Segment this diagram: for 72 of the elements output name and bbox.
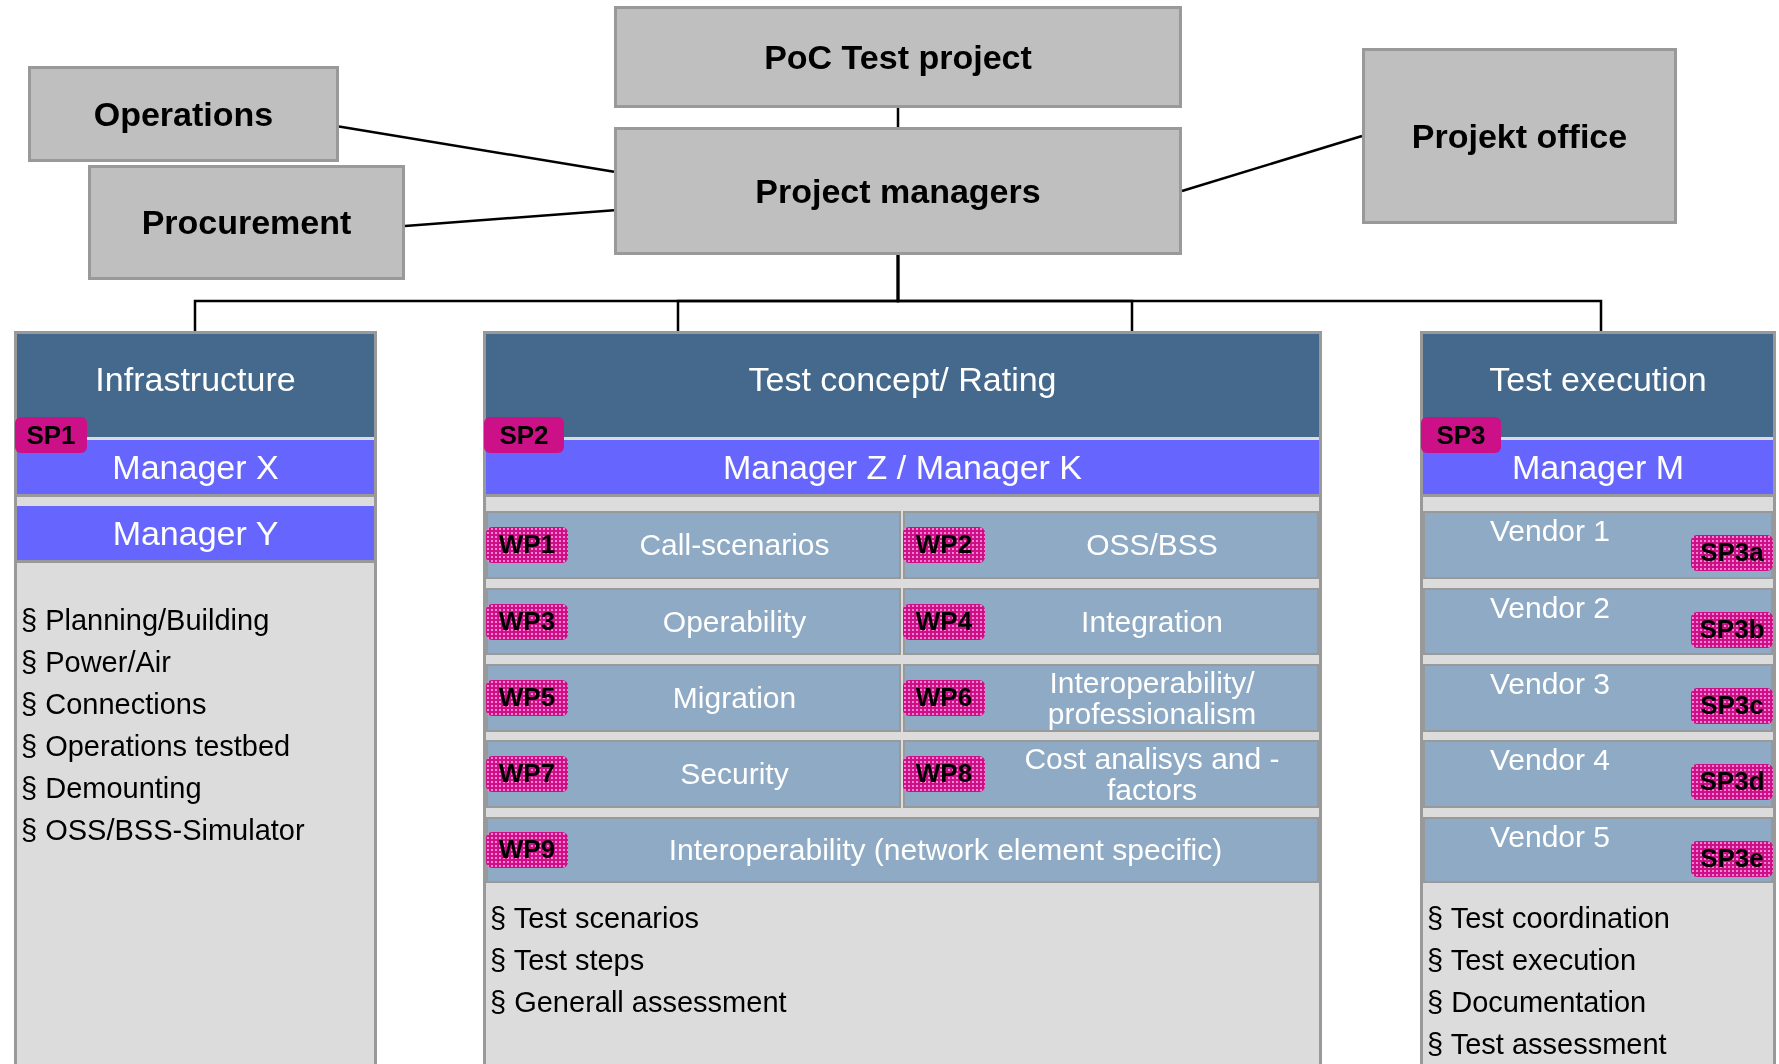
work-package-bar <box>903 588 1319 655</box>
work-package-title: Cost analisys and - factors <box>1023 742 1281 806</box>
vendor-name: Vendor 2 <box>1488 590 1612 626</box>
work-package-title: OSS/BSS <box>1085 527 1219 564</box>
code-badge: WP1 <box>486 527 568 563</box>
column-panel <box>483 331 1322 1064</box>
column-panel <box>1420 331 1776 1064</box>
code-badge: SP3a <box>1691 535 1773 571</box>
work-package-bar <box>486 588 901 655</box>
work-package-bar <box>903 664 1319 732</box>
bullet-item: § Test coordination <box>1427 902 1670 935</box>
vendor-name: Vendor 4 <box>1488 742 1612 778</box>
work-package-bar <box>903 511 1319 579</box>
code-badge: WP5 <box>486 680 568 716</box>
bullet-item: § Test scenarios <box>490 902 700 935</box>
connector-line <box>896 255 1603 331</box>
org-box: Procurement <box>88 165 405 280</box>
bullet-item: § Operations testbed <box>21 730 291 763</box>
code-badge: SP3b <box>1691 612 1773 648</box>
code-badge: WP7 <box>486 756 568 792</box>
work-package-title: Integration <box>1080 603 1224 640</box>
code-badge: WP3 <box>486 604 568 640</box>
vendor-name: Vendor 5 <box>1488 819 1612 855</box>
vendor-bar <box>1423 740 1773 808</box>
work-package-bar <box>903 740 1319 808</box>
work-package-title: Operability <box>661 603 808 640</box>
bullet-item: § Demounting <box>21 772 202 805</box>
work-package-bar <box>486 740 901 808</box>
org-box: Project managers <box>614 127 1182 255</box>
work-package-title: Interoperability (network element specific) <box>667 832 1224 869</box>
org-box: PoC Test project <box>614 6 1182 108</box>
connector-line <box>338 125 615 174</box>
connector-line <box>404 208 615 228</box>
vendor-bar <box>1423 511 1773 579</box>
vendor-bar <box>1423 817 1773 883</box>
code-badge: SP3c <box>1691 688 1773 724</box>
work-package-title: Security <box>679 756 790 793</box>
work-package-title: Call-scenarios <box>638 527 831 564</box>
vendor-name: Vendor 3 <box>1488 666 1612 702</box>
code-badge: SP2 <box>484 417 564 453</box>
code-badge: WP4 <box>903 604 985 640</box>
work-package-title: Migration <box>671 680 798 717</box>
bullet-item: § Connections <box>21 688 207 721</box>
work-package-bar <box>486 664 901 732</box>
bullet-item: § Power/Air <box>21 646 171 679</box>
org-box: Projekt office <box>1362 48 1677 224</box>
code-badge: SP3d <box>1691 764 1773 800</box>
code-badge: WP9 <box>486 832 568 868</box>
bullet-item: § Planning/Building <box>21 604 270 637</box>
bullet-item: § Test execution <box>1427 944 1637 977</box>
connector-line <box>896 108 900 127</box>
manager-bar: Manager Y <box>17 506 374 563</box>
work-package-title: Interoperability/ professionalism <box>1046 666 1258 730</box>
vendor-bar <box>1423 664 1773 732</box>
code-badge: WP8 <box>903 756 985 792</box>
code-badge: WP2 <box>903 527 985 563</box>
bullet-item: § Test assessment <box>1427 1028 1667 1061</box>
org-box: Operations <box>28 66 339 162</box>
code-badge: SP3e <box>1691 841 1773 877</box>
work-package-bar <box>486 817 1319 883</box>
bullet-item: § OSS/BSS-Simulator <box>21 814 305 847</box>
connector-line <box>1181 134 1363 193</box>
vendor-bar <box>1423 588 1773 655</box>
bullet-item: § Test steps <box>490 944 645 977</box>
column-panel <box>14 331 377 1064</box>
bullet-item: § Generall assessment <box>490 986 787 1019</box>
code-badge: SP1 <box>15 417 87 453</box>
code-badge: SP3 <box>1421 417 1501 453</box>
code-badge: WP6 <box>903 680 985 716</box>
vendor-name: Vendor 1 <box>1488 513 1612 549</box>
bullet-item: § Documentation <box>1427 986 1647 1019</box>
work-package-bar <box>486 511 901 579</box>
